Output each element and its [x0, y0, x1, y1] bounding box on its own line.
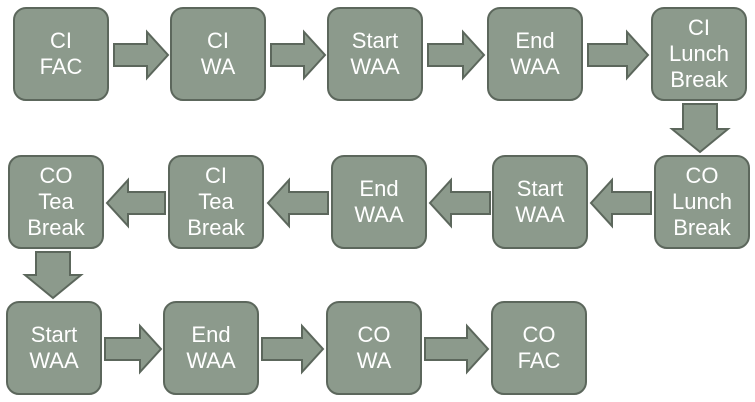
node-ci-tea-break: CI Tea Break: [168, 155, 264, 249]
node-line: Break: [187, 215, 245, 240]
node-line: Start: [30, 322, 78, 347]
arrow-right-icon: [427, 29, 486, 81]
node-start-waa-2: Start WAA: [492, 155, 588, 249]
node-line: Start: [516, 176, 564, 201]
node-line: CO: [39, 163, 73, 188]
node-line: WAA: [515, 202, 565, 227]
arrow-left-icon: [105, 177, 166, 229]
node-line: WAA: [354, 202, 404, 227]
node-line: End: [515, 28, 555, 53]
node-line: End: [191, 322, 231, 347]
node-line: CI: [50, 28, 72, 53]
node-line: WAA: [350, 54, 400, 79]
node-line: CO: [522, 322, 556, 347]
arrow-down-icon: [22, 251, 84, 300]
arrow-down-icon: [669, 103, 731, 154]
node-line: FAC: [39, 54, 83, 79]
node-line: CO: [357, 322, 391, 347]
arrow-right-icon: [104, 323, 163, 375]
node-line: CI: [205, 163, 227, 188]
node-end-waa-3: End WAA: [163, 301, 259, 395]
arrow-right-icon: [113, 29, 170, 81]
node-line: Lunch: [672, 189, 732, 214]
arrow-right-icon: [424, 323, 490, 375]
node-co-fac: CO FAC: [491, 301, 587, 395]
node-line: CI: [207, 28, 229, 53]
node-line: Lunch: [669, 41, 729, 66]
node-start-waa-3: Start WAA: [6, 301, 102, 395]
node-line: WA: [356, 348, 392, 373]
node-end-waa-1: End WAA: [487, 7, 583, 101]
arrow-left-icon: [428, 177, 491, 229]
node-co-wa: CO WA: [326, 301, 422, 395]
node-line: CI: [688, 15, 710, 40]
arrow-right-icon: [270, 29, 327, 81]
node-ci-lunch-break: CI Lunch Break: [651, 7, 747, 101]
node-start-waa-1: Start WAA: [327, 7, 423, 101]
node-line: CO: [685, 163, 719, 188]
node-line: FAC: [517, 348, 561, 373]
node-end-waa-2: End WAA: [331, 155, 427, 249]
arrow-right-icon: [261, 323, 325, 375]
node-line: Break: [27, 215, 85, 240]
node-line: Tea: [38, 189, 74, 214]
arrow-right-icon: [587, 29, 650, 81]
node-line: Tea: [198, 189, 234, 214]
arrow-left-icon: [266, 177, 329, 229]
node-line: Break: [670, 67, 728, 92]
node-co-lunch-break: CO Lunch Break: [654, 155, 750, 249]
node-ci-wa: CI WA: [170, 7, 266, 101]
node-line: WA: [200, 54, 236, 79]
arrow-left-icon: [589, 177, 652, 229]
node-line: WAA: [510, 54, 560, 79]
node-line: WAA: [186, 348, 236, 373]
node-ci-fac: CI FAC: [13, 7, 109, 101]
node-line: End: [359, 176, 399, 201]
node-line: Break: [673, 215, 731, 240]
node-co-tea-break: CO Tea Break: [8, 155, 104, 249]
node-line: Start: [351, 28, 399, 53]
node-line: WAA: [29, 348, 79, 373]
